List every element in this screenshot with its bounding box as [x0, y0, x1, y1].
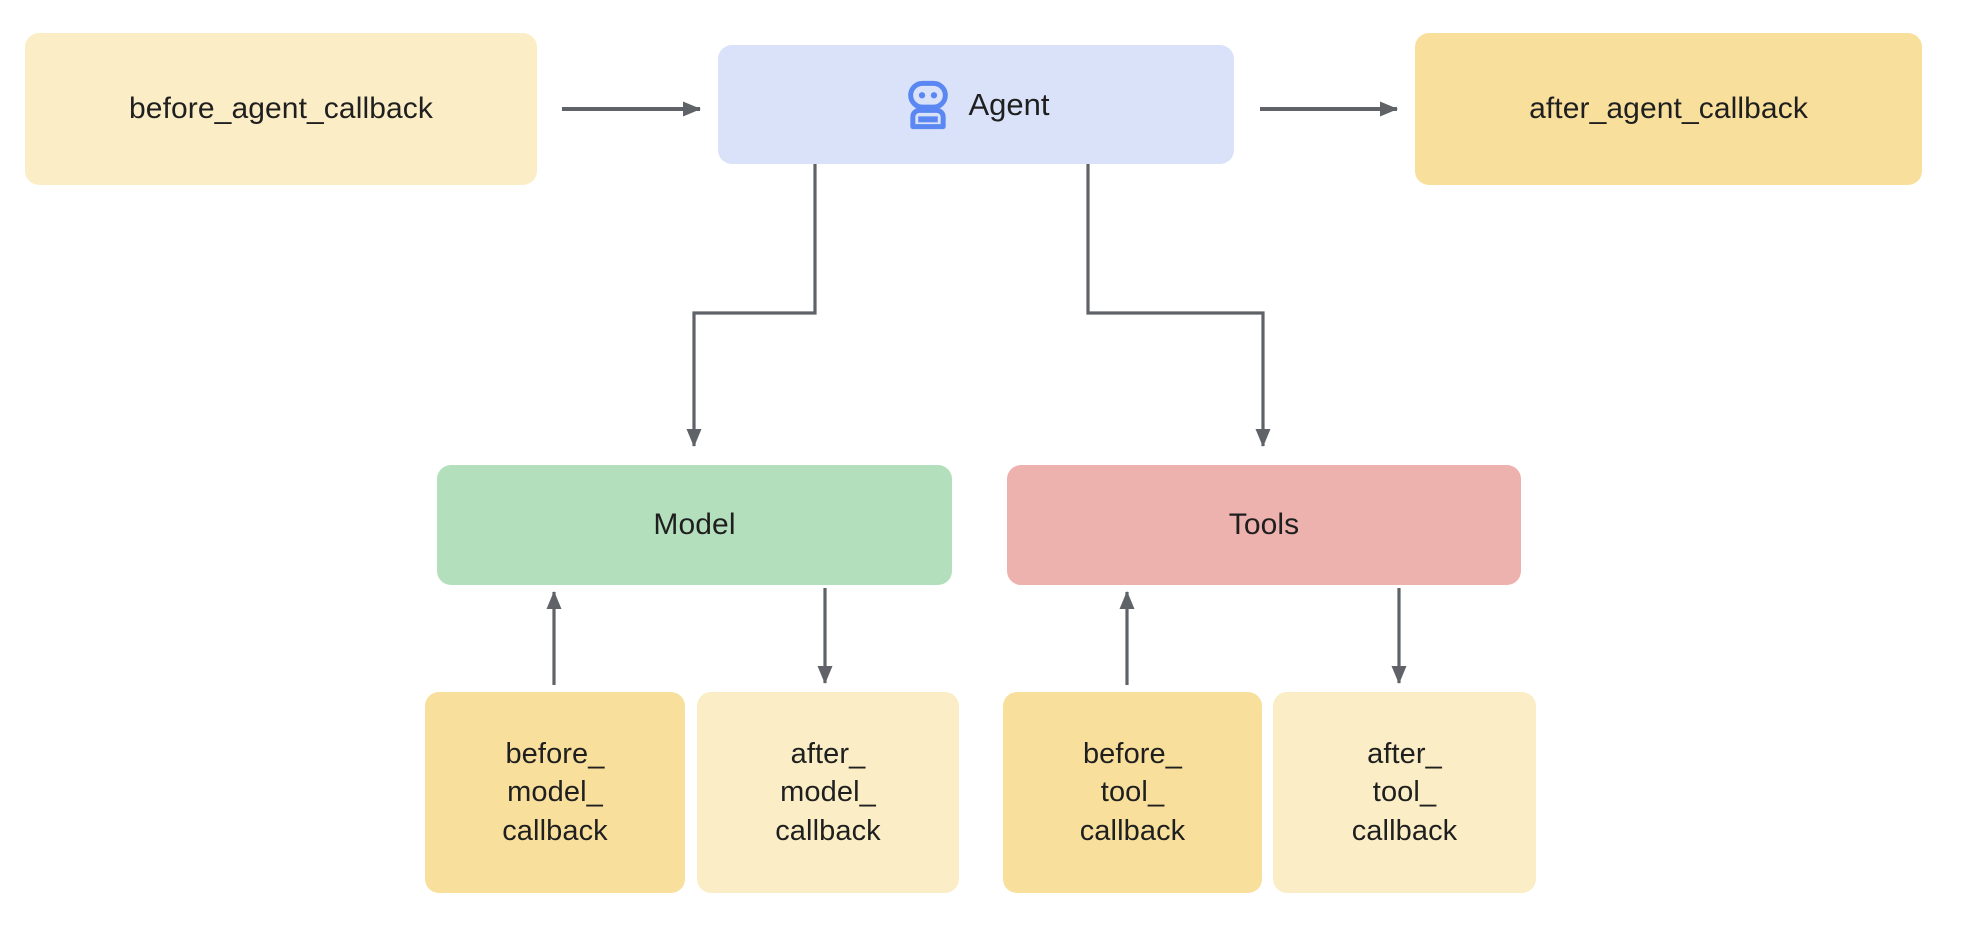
node-before-model-callback[interactable]: before_ model_ callback [425, 692, 685, 893]
robot-icon [908, 80, 949, 129]
node-label-after-agent-callback: after_agent_callback [1529, 91, 1808, 125]
node-label-tools: Tools [1228, 507, 1300, 541]
node-label-after-tool-callback: after_ tool_ callback [1351, 738, 1458, 847]
edge-agent-to-model [686, 164, 817, 447]
edge-agent-to-tools [1086, 164, 1271, 447]
node-label-model: Model [653, 507, 736, 541]
node-model[interactable]: Model [437, 465, 952, 585]
node-before-agent-callback[interactable]: before_agent_callback [25, 33, 537, 185]
node-before-tool-callback[interactable]: before_ tool_ callback [1003, 692, 1262, 893]
node-label-after-model-callback: after_ model_ callback [775, 738, 881, 847]
node-agent[interactable]: Agent [718, 45, 1234, 164]
node-after-agent-callback[interactable]: after_agent_callback [1415, 33, 1922, 185]
node-label-before-model-callback: before_ model_ callback [502, 738, 608, 847]
node-after-tool-callback[interactable]: after_ tool_ callback [1273, 692, 1536, 893]
node-label-before-tool-callback: before_ tool_ callback [1079, 738, 1186, 847]
agent-inner: Agent [902, 79, 1050, 131]
node-tools[interactable]: Tools [1007, 465, 1521, 585]
node-label-agent: Agent [968, 86, 1050, 122]
node-label-before-agent-callback: before_agent_callback [129, 91, 433, 125]
node-after-model-callback[interactable]: after_ model_ callback [697, 692, 959, 893]
